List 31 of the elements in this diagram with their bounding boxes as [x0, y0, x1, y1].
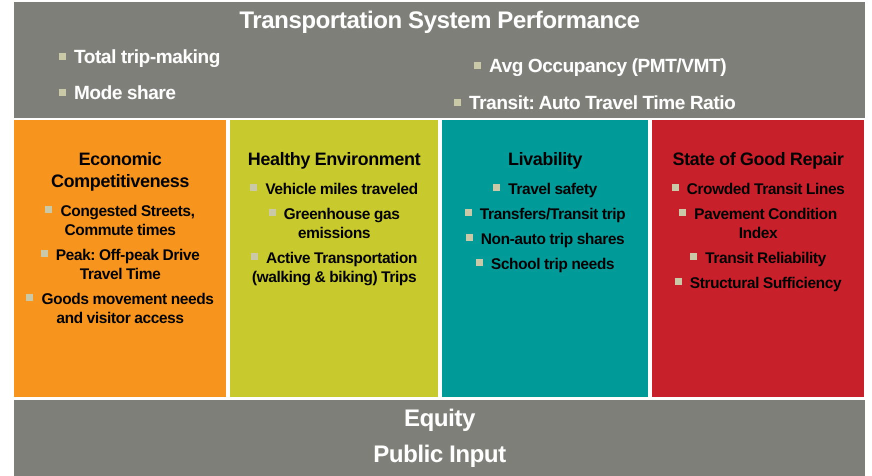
bullet-item: Transfers/Transit trip	[448, 205, 642, 224]
bullet-item: School trip needs	[448, 255, 642, 274]
bullet-item: Avg Occupancy (PMT/VMT)	[474, 55, 854, 79]
panel-title: Transportation System Performance	[238, 6, 641, 36]
bullet-item: Greenhouse gas emissions	[236, 205, 432, 243]
bullet-item: Vehicle miles traveled	[236, 180, 432, 199]
bullet-item: Transit: Auto Travel Time Ratio	[454, 92, 834, 116]
category-panel	[14, 120, 226, 397]
panel-heading: Livability	[506, 148, 584, 170]
bullet-item: Active Transportation (walking & biking) Trips	[250, 249, 418, 287]
bullet-item: Crowded Transit Lines	[658, 180, 858, 199]
category-panel	[230, 120, 438, 397]
category-panel	[652, 120, 864, 397]
panel-label: Equity	[403, 404, 476, 434]
bullet-item: Non-auto trip shares	[448, 230, 642, 249]
category-panel	[14, 400, 865, 476]
bullet-item: Structural Sufficiency	[658, 274, 858, 293]
bullet-item: Pavement Condition Index	[658, 205, 858, 243]
category-panel	[14, 2, 865, 118]
category-panel	[442, 120, 648, 397]
bullet-item: Total trip-making	[59, 46, 359, 70]
panel-heading: Healthy Environment	[246, 148, 422, 170]
panel-label: Public Input	[372, 440, 507, 470]
panel-heading: Economic Competitiveness	[50, 148, 190, 192]
bullet-item: Mode share	[59, 82, 359, 106]
bullet-item: Goods movement needs and visitor access	[20, 290, 220, 328]
bullet-item: Peak: Off-peak Drive Travel Time	[20, 246, 220, 284]
panel-heading: State of Good Repair	[671, 148, 845, 170]
bullet-item: Transit Reliability	[658, 249, 858, 268]
bullet-item: Congested Streets, Commute times	[20, 202, 220, 240]
bullet-item: Travel safety	[448, 180, 642, 199]
